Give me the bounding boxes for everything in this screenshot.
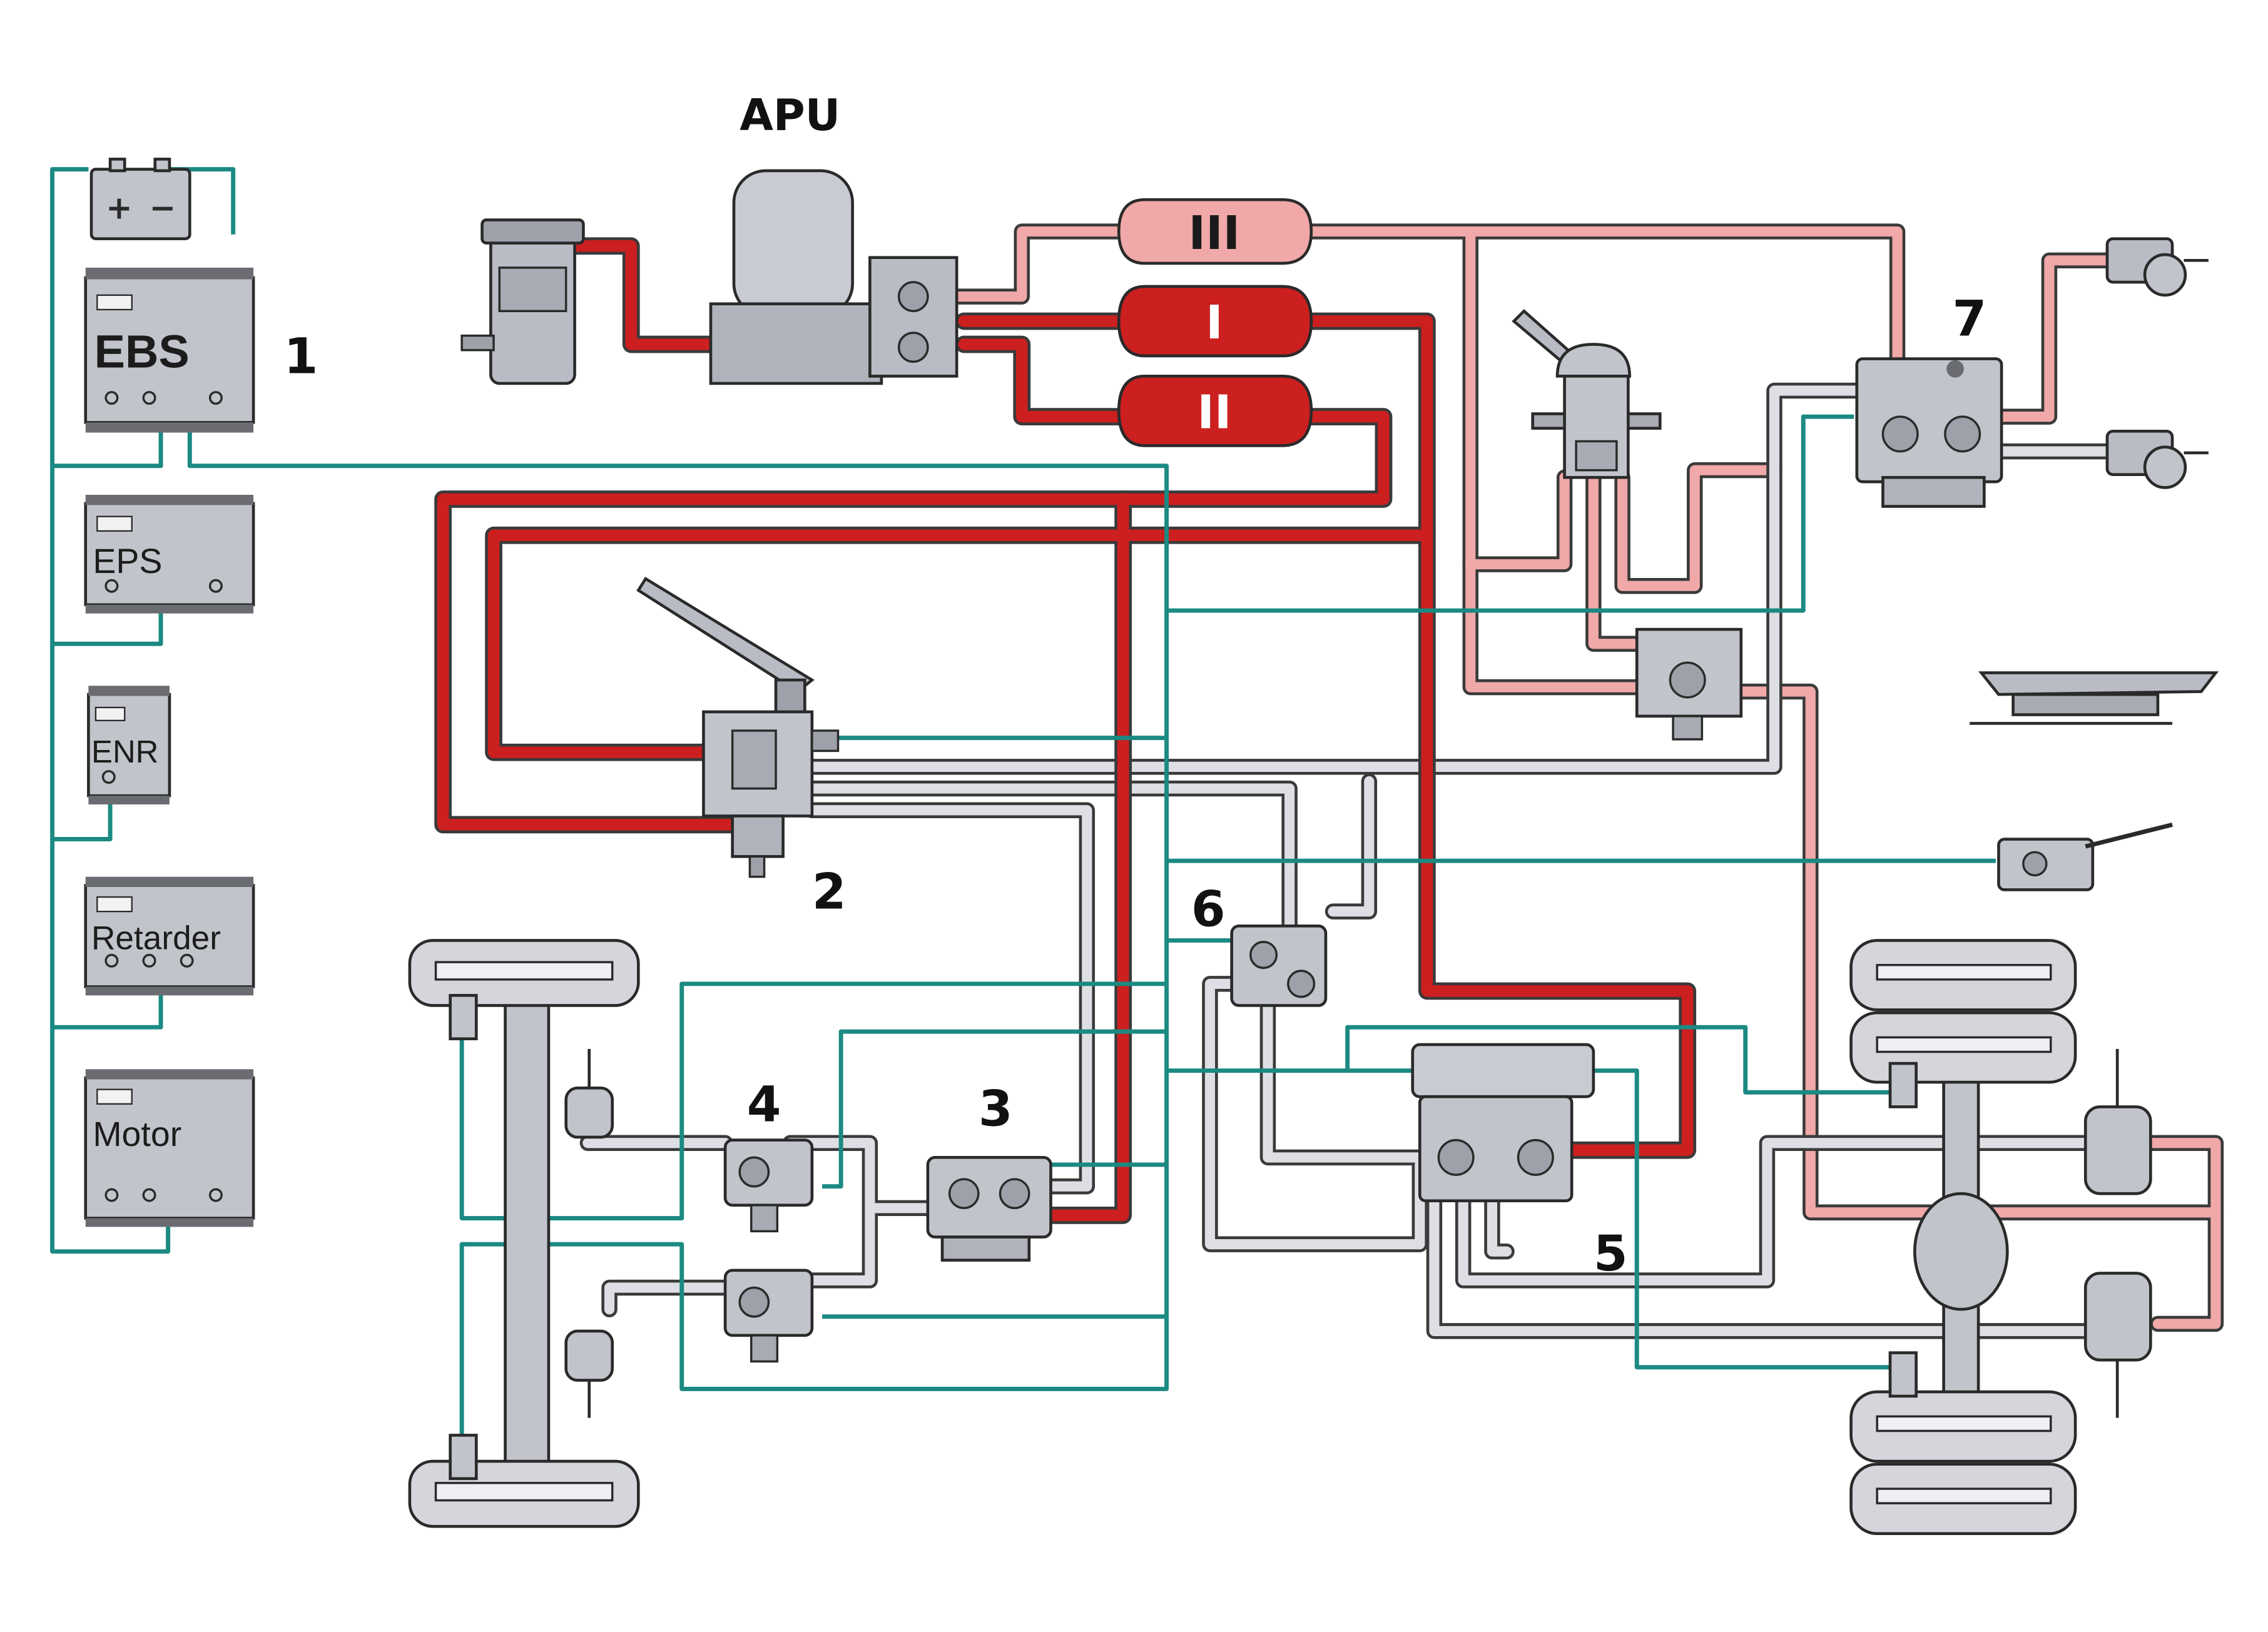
relay-valve-icon	[1635, 627, 1743, 741]
eps-label: EPS	[93, 542, 162, 580]
wear-sensor-icon	[1997, 823, 2173, 891]
trailer-control-valve-icon	[1230, 924, 1328, 1007]
teal-wiring	[50, 167, 1996, 1447]
grey-pipe-network	[579, 382, 2125, 1339]
callout-4: 4	[747, 1076, 781, 1133]
wheel-icon	[408, 1459, 640, 1528]
callout-2: 2	[812, 863, 847, 921]
callout-6: 6	[1191, 880, 1226, 938]
brake-chamber-icon	[2083, 1048, 2152, 1195]
tank-i: I	[1117, 285, 1313, 358]
svg-text:+: +	[106, 189, 133, 226]
callout-3: 3	[979, 1080, 1013, 1137]
pressure-control-valve-icon	[723, 1138, 814, 1233]
axle-modulator-icon	[926, 1156, 1052, 1262]
brake-chamber-icon	[564, 1329, 614, 1418]
pressure-control-valve-icon	[723, 1269, 814, 1363]
retarder-ecu: Retarder	[84, 876, 255, 996]
retarder-label: Retarder	[91, 920, 221, 956]
fifth-wheel-icon	[1970, 671, 2219, 725]
ebs-label: EBS	[94, 325, 190, 377]
callout-7: 7	[1952, 290, 1986, 348]
tank-iii: III	[1117, 198, 1313, 265]
brake-pedal-valve-icon	[636, 577, 840, 878]
hand-brake-valve-icon	[1512, 309, 1662, 479]
pink-pipe-network	[934, 223, 2224, 1332]
ecu-stack: + − EBS 1 EPS	[84, 158, 318, 1227]
ebs-ecu: EBS	[84, 267, 255, 433]
air-dryer-icon	[709, 169, 959, 385]
rear-axle	[1849, 939, 2077, 1536]
front-axle	[408, 939, 640, 1528]
tank-ii: II	[1117, 375, 1313, 447]
axle-modulator-icon	[1411, 1043, 1595, 1203]
coupling-head-icon	[2105, 429, 2209, 489]
battery-icon: + −	[89, 158, 191, 240]
apu-title: APU	[740, 91, 840, 141]
brake-chamber-icon	[564, 1048, 614, 1139]
wheel-icon	[1849, 939, 2077, 1084]
compressor-icon	[460, 218, 585, 385]
callout-1: 1	[284, 328, 318, 385]
eps-ecu: EPS	[84, 495, 255, 614]
tank-i-label: I	[1206, 296, 1223, 350]
coupling-head-icon	[2105, 237, 2209, 297]
trailer-control-valve-icon	[1855, 357, 2003, 508]
svg-text:−: −	[150, 189, 176, 226]
tank-ii-label: II	[1197, 386, 1231, 440]
motor-label: Motor	[93, 1115, 181, 1153]
brake-chamber-icon	[2083, 1272, 2152, 1418]
tank-iii-label: III	[1189, 206, 1241, 260]
enr-ecu: ENR	[87, 686, 171, 804]
wheel-icon	[1849, 1390, 2077, 1536]
wheel-icon	[408, 939, 640, 1007]
enr-label: ENR	[91, 734, 158, 769]
red-pipe-network	[434, 237, 1697, 1224]
motor-ecu: Motor	[84, 1069, 255, 1227]
callout-5: 5	[1594, 1225, 1628, 1282]
